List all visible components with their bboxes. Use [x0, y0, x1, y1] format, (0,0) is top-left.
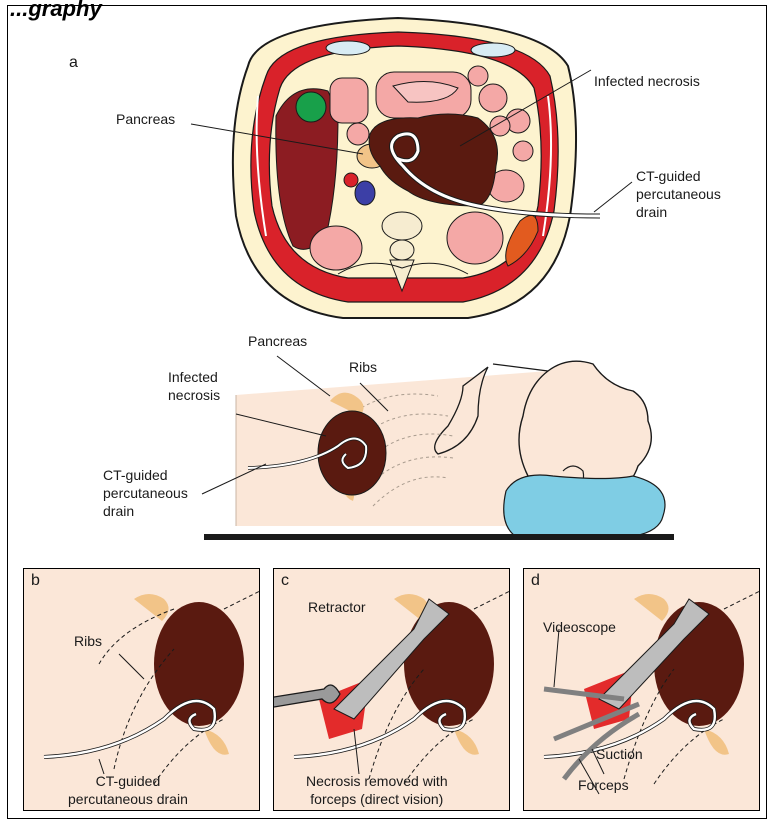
pillow — [504, 475, 665, 538]
label-ribs-lateral: Ribs — [349, 358, 377, 376]
label-drain-b: CT-guided percutaneous drain — [68, 772, 188, 808]
label-drain-lateral: CT-guided percutaneous drain — [103, 466, 188, 520]
figure-frame: ...graphy — [7, 5, 767, 819]
label-forceps-d: Forceps — [578, 776, 629, 794]
panel-d-diagram — [524, 569, 760, 811]
panel-c-letter: c — [281, 572, 289, 590]
label-infected-necrosis-lateral: Infected necrosis — [168, 368, 220, 404]
label-retractor-c: Retractor — [308, 598, 366, 616]
label-videoscope-d: Videoscope — [543, 618, 616, 636]
label-ribs-b: Ribs — [74, 632, 102, 650]
panel-b-letter: b — [31, 572, 40, 590]
panel-d — [523, 568, 760, 811]
necrosis-b — [154, 602, 244, 726]
operating-table — [204, 534, 674, 540]
necrosis-c — [404, 602, 494, 726]
panel-d-letter: d — [531, 572, 540, 590]
label-suction-d: Suction — [596, 745, 643, 763]
label-necrosis-removed-c: Necrosis removed with forceps (direct vi… — [306, 772, 448, 808]
label-pancreas-lateral: Pancreas — [248, 332, 307, 350]
